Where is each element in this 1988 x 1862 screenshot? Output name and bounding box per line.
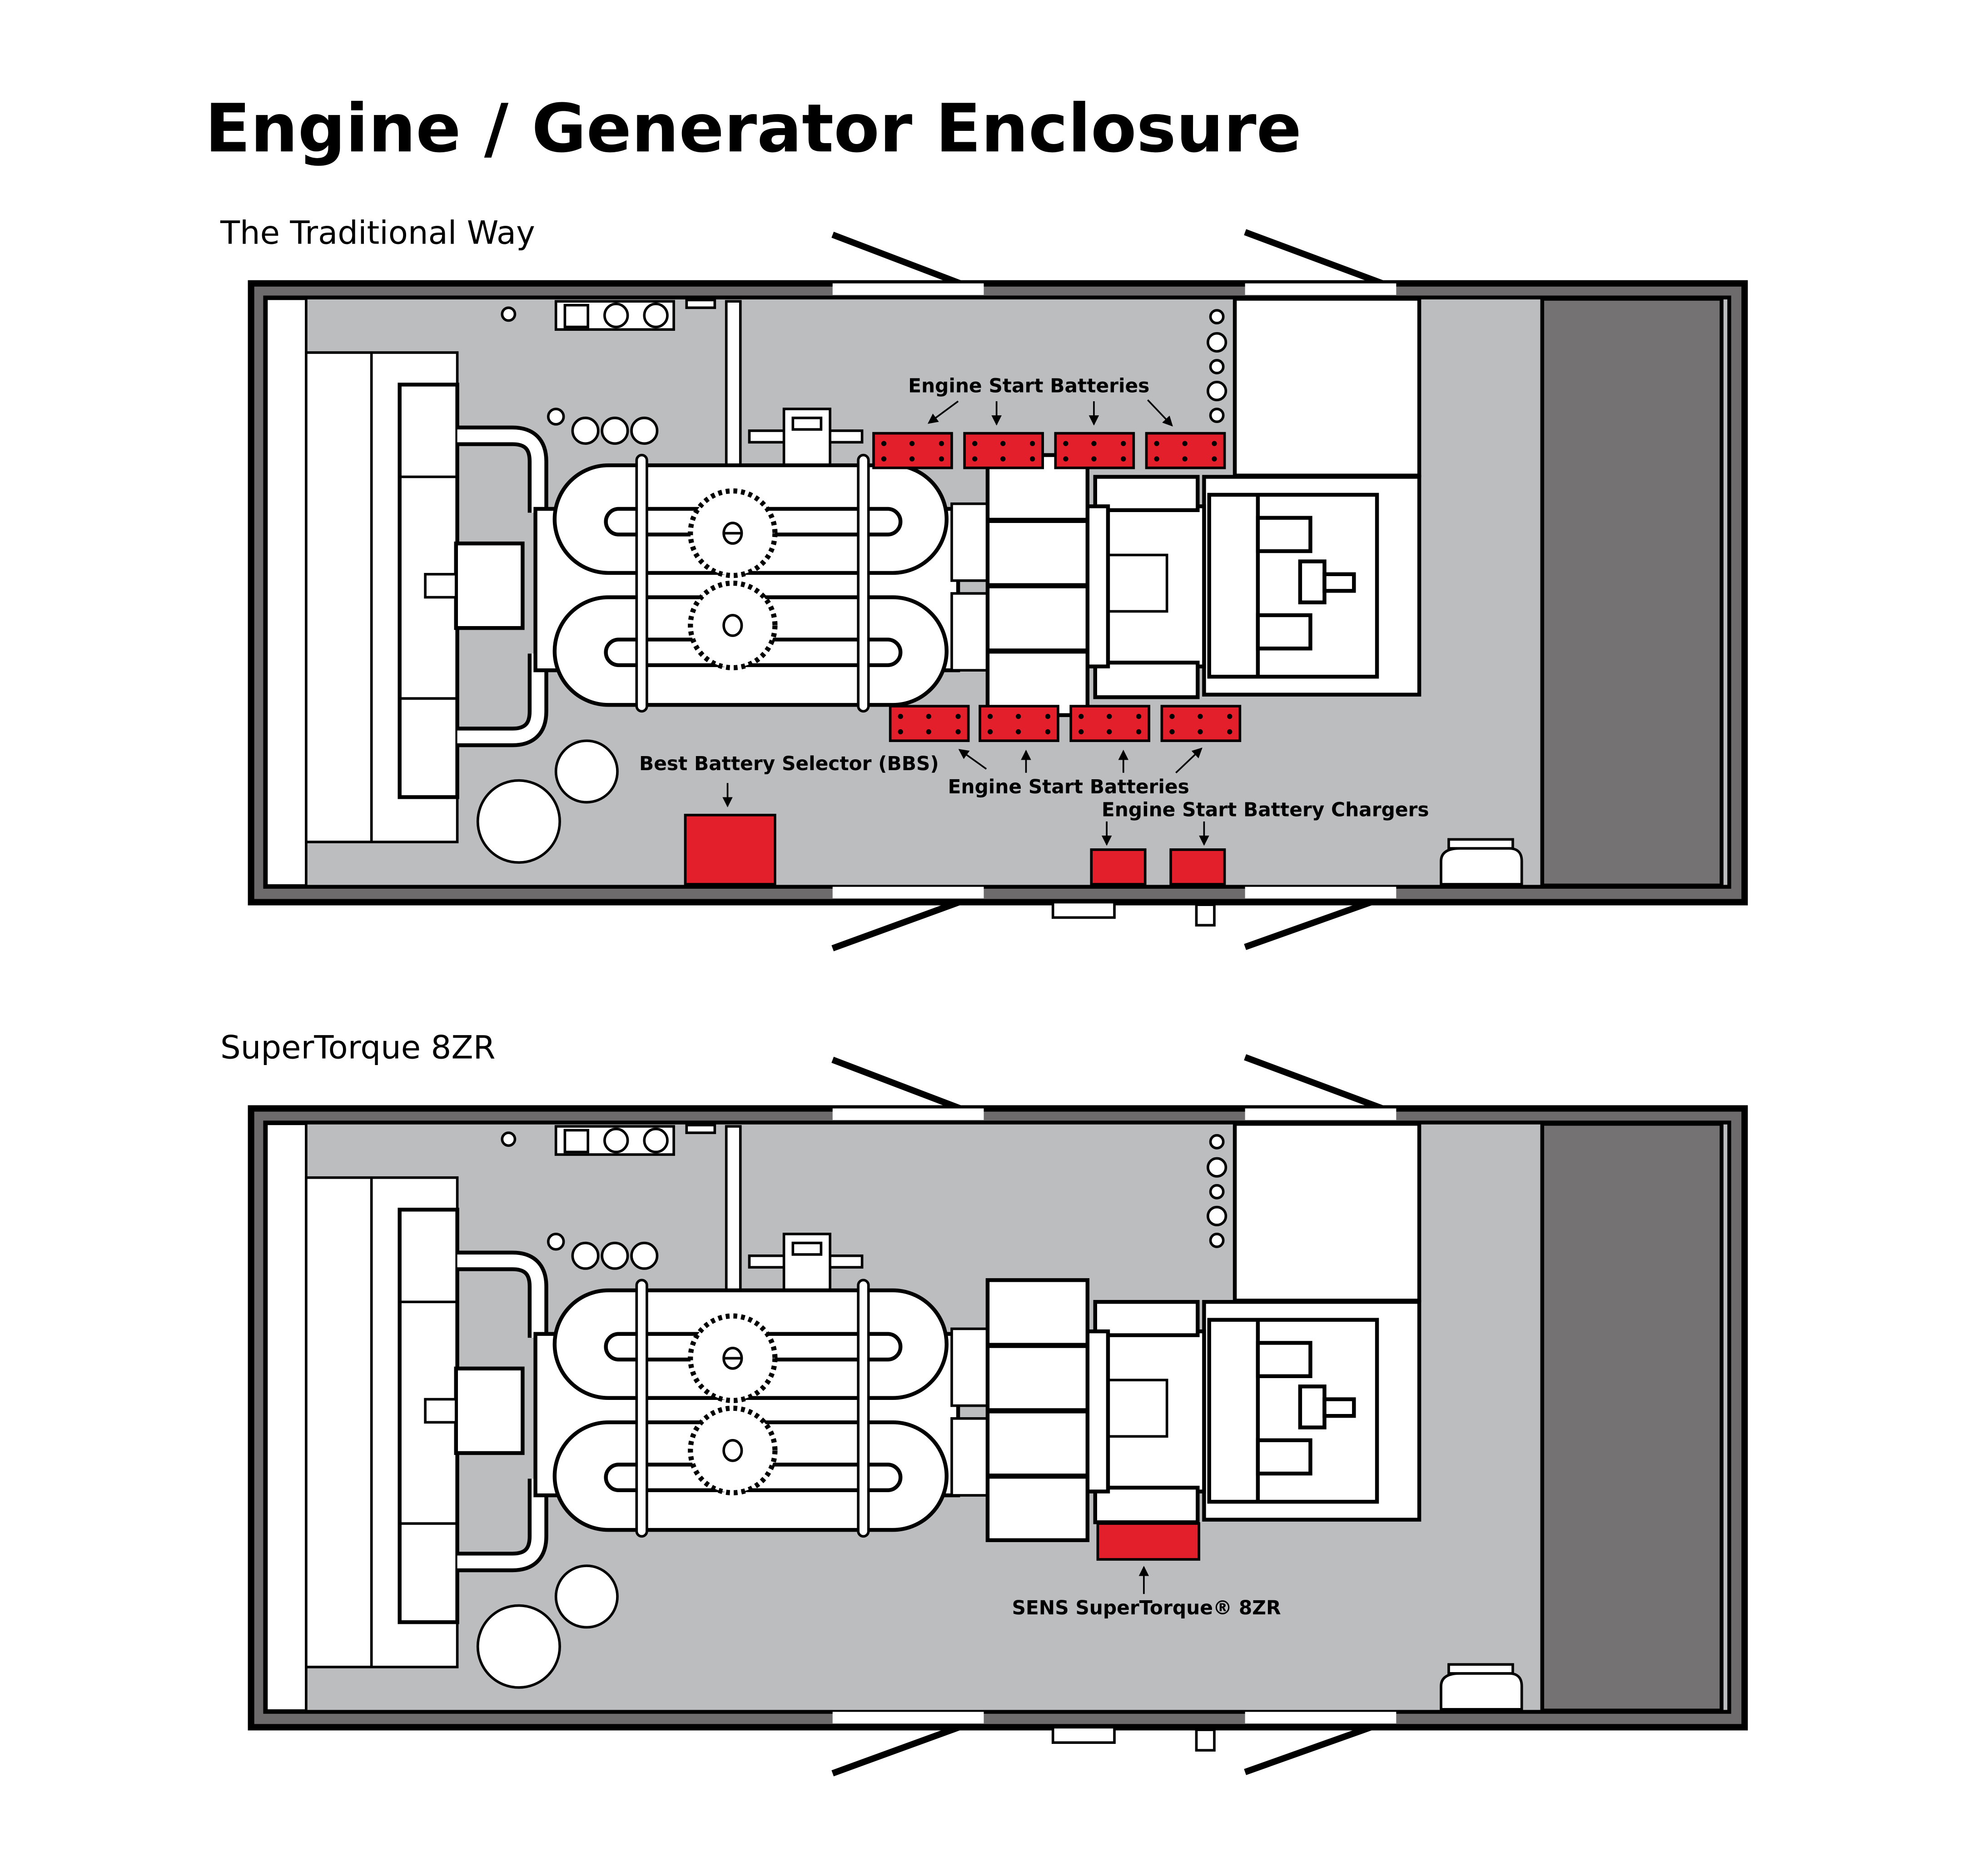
- page-title: Engine / Generator Enclosure: [205, 90, 1302, 167]
- battery-terminal-dot: [1154, 441, 1159, 446]
- battery-terminal-dot: [1029, 441, 1035, 446]
- battery-terminal-dot: [1121, 456, 1126, 462]
- battery-terminal-dot: [1091, 456, 1097, 462]
- battery-terminal-dot: [1045, 729, 1051, 735]
- label-engine-start-batteries-top: Engine Start Batteries: [908, 374, 1149, 397]
- battery-terminal-dot: [987, 714, 993, 719]
- battery-terminal-dot: [939, 441, 944, 446]
- battery-terminal-dot: [1227, 714, 1233, 719]
- battery-terminal-dot: [1154, 456, 1159, 462]
- best-battery-selector: [684, 814, 776, 886]
- battery-terminal-dot: [1015, 729, 1021, 735]
- battery-terminal-dot: [881, 456, 887, 462]
- battery-terminal-dot: [1015, 714, 1021, 719]
- battery-terminal-dot: [926, 714, 931, 719]
- battery-terminal-dot: [1121, 441, 1126, 446]
- battery-terminal-dot: [939, 456, 944, 462]
- enclosure-floorplan: [251, 1057, 1745, 1773]
- battery-terminal-dot: [1212, 456, 1217, 462]
- engine-start-batteries-top: [872, 432, 1226, 469]
- battery-terminal-dot: [1182, 441, 1188, 446]
- battery-terminal-dot: [987, 729, 993, 735]
- battery-terminal-dot: [1136, 714, 1142, 719]
- battery-terminal-dot: [1182, 456, 1188, 462]
- battery-terminal-dot: [1212, 441, 1217, 446]
- battery-terminal-dot: [909, 441, 915, 446]
- battery-terminal-dot: [1000, 456, 1006, 462]
- battery-terminal-dot: [898, 714, 903, 719]
- label-bbs: Best Battery Selector (BBS): [639, 752, 939, 775]
- battery-terminal-dot: [1169, 729, 1175, 735]
- panel-heading: SuperTorque 8ZR: [220, 1029, 496, 1066]
- battery-terminal-dot: [1078, 714, 1084, 719]
- battery-terminal-dot: [1063, 456, 1069, 462]
- battery-terminal-dot: [1000, 441, 1006, 446]
- battery-terminal-dot: [1091, 441, 1097, 446]
- battery-terminal-dot: [972, 456, 978, 462]
- battery-terminal-dot: [1198, 729, 1203, 735]
- battery-terminal-dot: [972, 441, 978, 446]
- label-chargers: Engine Start Battery Chargers: [1102, 799, 1429, 821]
- label-supertorque: SENS SuperTorque® 8ZR: [1012, 1597, 1281, 1619]
- battery-terminal-dot: [1169, 714, 1175, 719]
- battery-terminal-dot: [1063, 441, 1069, 446]
- enclosure-floorplan: [251, 232, 1745, 948]
- battery-terminal-dot: [1029, 456, 1035, 462]
- battery-terminal-dot: [926, 729, 931, 735]
- panel-traditional: The Traditional Way Engine Start Batteri…: [220, 214, 1744, 948]
- battery-terminal-dot: [909, 456, 915, 462]
- battery-terminal-dot: [898, 729, 903, 735]
- battery-charger: [1090, 848, 1147, 886]
- battery-terminal-dot: [955, 714, 961, 719]
- battery-terminal-dot: [1045, 714, 1051, 719]
- battery-terminal-dot: [881, 441, 887, 446]
- label-engine-start-batteries-bottom: Engine Start Batteries: [948, 776, 1189, 798]
- battery-terminal-dot: [1198, 714, 1203, 719]
- battery-terminal-dot: [1107, 729, 1112, 735]
- battery-terminal-dot: [1107, 714, 1112, 719]
- engine-start-batteries-bottom: [889, 705, 1242, 742]
- panel-heading: The Traditional Way: [220, 214, 535, 251]
- supertorque-unit: [1096, 1522, 1200, 1561]
- battery-terminal-dot: [1136, 729, 1142, 735]
- battery-terminal-dot: [955, 729, 961, 735]
- battery-terminal-dot: [1078, 729, 1084, 735]
- battery-charger: [1169, 848, 1226, 886]
- panel-supertorque: SuperTorque 8ZR SENS SuperTorque® 8ZR: [220, 1029, 1744, 1773]
- battery-terminal-dot: [1227, 729, 1233, 735]
